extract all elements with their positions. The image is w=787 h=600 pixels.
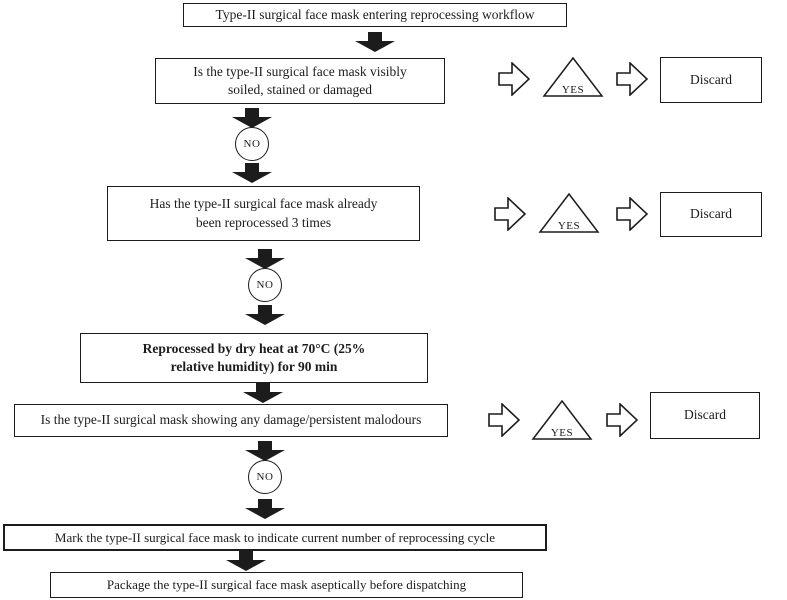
process-box-mark: Mark the type-II surgical face mask to i… bbox=[3, 524, 547, 551]
right-arrow-icon bbox=[488, 403, 520, 437]
triangle-icon bbox=[542, 56, 604, 97]
decision-soiled-line2: soiled, stained or damaged bbox=[228, 82, 372, 97]
down-arrow-icon bbox=[245, 305, 285, 325]
down-arrow-icon bbox=[232, 163, 272, 183]
process-dry-heat-line1: Reprocessed by dry heat at 70°C (25% bbox=[142, 340, 366, 356]
down-arrow-icon bbox=[355, 32, 395, 52]
right-arrow-icon bbox=[494, 197, 526, 231]
decision-damage-label: Is the type-II surgical mask showing any… bbox=[40, 412, 422, 428]
no-label: NO bbox=[256, 279, 274, 291]
no-circle: NO bbox=[235, 127, 269, 161]
triangle-icon bbox=[538, 192, 600, 233]
discard-box: Discard bbox=[660, 192, 762, 237]
process-mark-label: Mark the type-II surgical face mask to i… bbox=[54, 529, 496, 545]
process-dry-heat-line2: relative humidity) for 90 min bbox=[170, 359, 338, 374]
start-box: Type-II surgical face mask entering repr… bbox=[183, 3, 567, 27]
down-arrow-icon bbox=[243, 383, 283, 403]
right-arrow-icon bbox=[616, 197, 648, 231]
discard-label: Discard bbox=[684, 407, 726, 423]
no-circle: NO bbox=[248, 268, 282, 302]
decision-box-reprocess-count: Has the type-II surgical face mask alrea… bbox=[107, 186, 420, 241]
process-box-dry-heat: Reprocessed by dry heat at 70°C (25% rel… bbox=[80, 333, 428, 383]
decision-reprocess-line2: been reprocessed 3 times bbox=[195, 214, 332, 230]
yes-triangle: YES bbox=[542, 56, 604, 98]
discard-box: Discard bbox=[660, 57, 762, 103]
down-arrow-icon bbox=[226, 551, 266, 571]
decision-box-damage: Is the type-II surgical mask showing any… bbox=[14, 404, 448, 437]
discard-label: Discard bbox=[690, 206, 732, 222]
discard-label: Discard bbox=[690, 71, 732, 87]
yes-label: YES bbox=[557, 220, 581, 232]
yes-label: YES bbox=[561, 84, 585, 96]
no-circle: NO bbox=[248, 460, 282, 494]
decision-box-soiled: Is the type-II surgical face mask visibl… bbox=[155, 58, 445, 104]
yes-triangle: YES bbox=[531, 399, 593, 441]
down-arrow-icon bbox=[245, 441, 285, 461]
down-arrow-icon bbox=[232, 108, 272, 128]
discard-box: Discard bbox=[650, 392, 760, 439]
yes-label: YES bbox=[550, 427, 574, 439]
start-label: Type-II surgical face mask entering repr… bbox=[215, 6, 535, 22]
yes-triangle: YES bbox=[538, 192, 600, 234]
decision-soiled-line1: Is the type-II surgical face mask visibl… bbox=[193, 63, 407, 79]
process-package-label: Package the type-II surgical face mask a… bbox=[106, 577, 467, 593]
triangle-icon bbox=[531, 399, 593, 440]
right-arrow-icon bbox=[606, 403, 638, 437]
right-arrow-icon bbox=[498, 62, 530, 96]
right-arrow-icon bbox=[616, 62, 648, 96]
down-arrow-icon bbox=[245, 499, 285, 519]
no-label: NO bbox=[243, 138, 261, 150]
decision-reprocess-line1: Has the type-II surgical face mask alrea… bbox=[149, 196, 378, 212]
no-label: NO bbox=[256, 471, 274, 483]
down-arrow-icon bbox=[245, 249, 285, 269]
process-box-package: Package the type-II surgical face mask a… bbox=[50, 572, 523, 598]
